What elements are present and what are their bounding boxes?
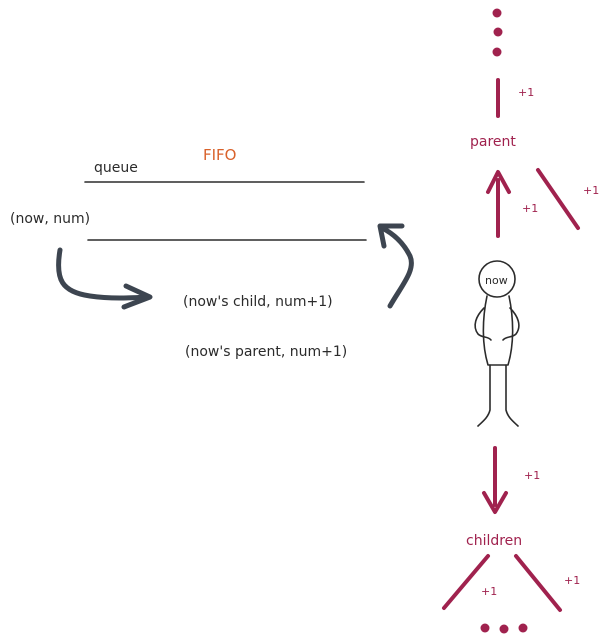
now-right-arm: [502, 307, 520, 341]
plus-one-sibling: +1: [583, 184, 599, 197]
now-right-leg: [505, 364, 519, 427]
ellipsis-dot: [492, 8, 502, 18]
ellipsis-dot: [493, 27, 503, 37]
children-label: children: [466, 533, 522, 549]
to-parent-arrowhead: [486, 170, 511, 194]
child-edge-right: [514, 554, 562, 612]
tuple-parent: (now's parent, num+1): [185, 344, 347, 360]
plus-one-child-right: +1: [564, 574, 580, 587]
ellipsis-dot: [492, 47, 502, 57]
ellipsis-dot: [518, 623, 528, 633]
plus-one-children: +1: [524, 469, 540, 482]
now-head: [478, 260, 516, 298]
dequeue-arrow: [56, 247, 151, 301]
now-figure: [474, 260, 520, 427]
plus-one-child-left: +1: [481, 585, 497, 598]
child-edge-left: [442, 554, 490, 610]
plus-one-parent: +1: [522, 202, 538, 215]
enqueue-arrowhead: [377, 223, 405, 249]
ellipsis-dot: [499, 624, 509, 634]
ellipsis-dot: [480, 623, 490, 633]
tuple-now-num: (now, num): [10, 211, 90, 227]
to-children-arrowhead: [482, 491, 508, 514]
now-label: now: [485, 274, 508, 287]
now-body: [482, 295, 514, 366]
fifo-label: FIFO: [203, 146, 237, 164]
plus-one-upper: +1: [518, 86, 534, 99]
now-left-leg: [477, 364, 491, 427]
parent-label: parent: [470, 134, 516, 150]
dequeue-arrowhead: [121, 283, 153, 310]
now-left-arm: [474, 307, 492, 341]
sibling-edge: [536, 168, 580, 230]
queue-label: queue: [94, 160, 138, 176]
tuple-child: (now's child, num+1): [183, 294, 333, 310]
enqueue-arrow: [379, 225, 414, 309]
